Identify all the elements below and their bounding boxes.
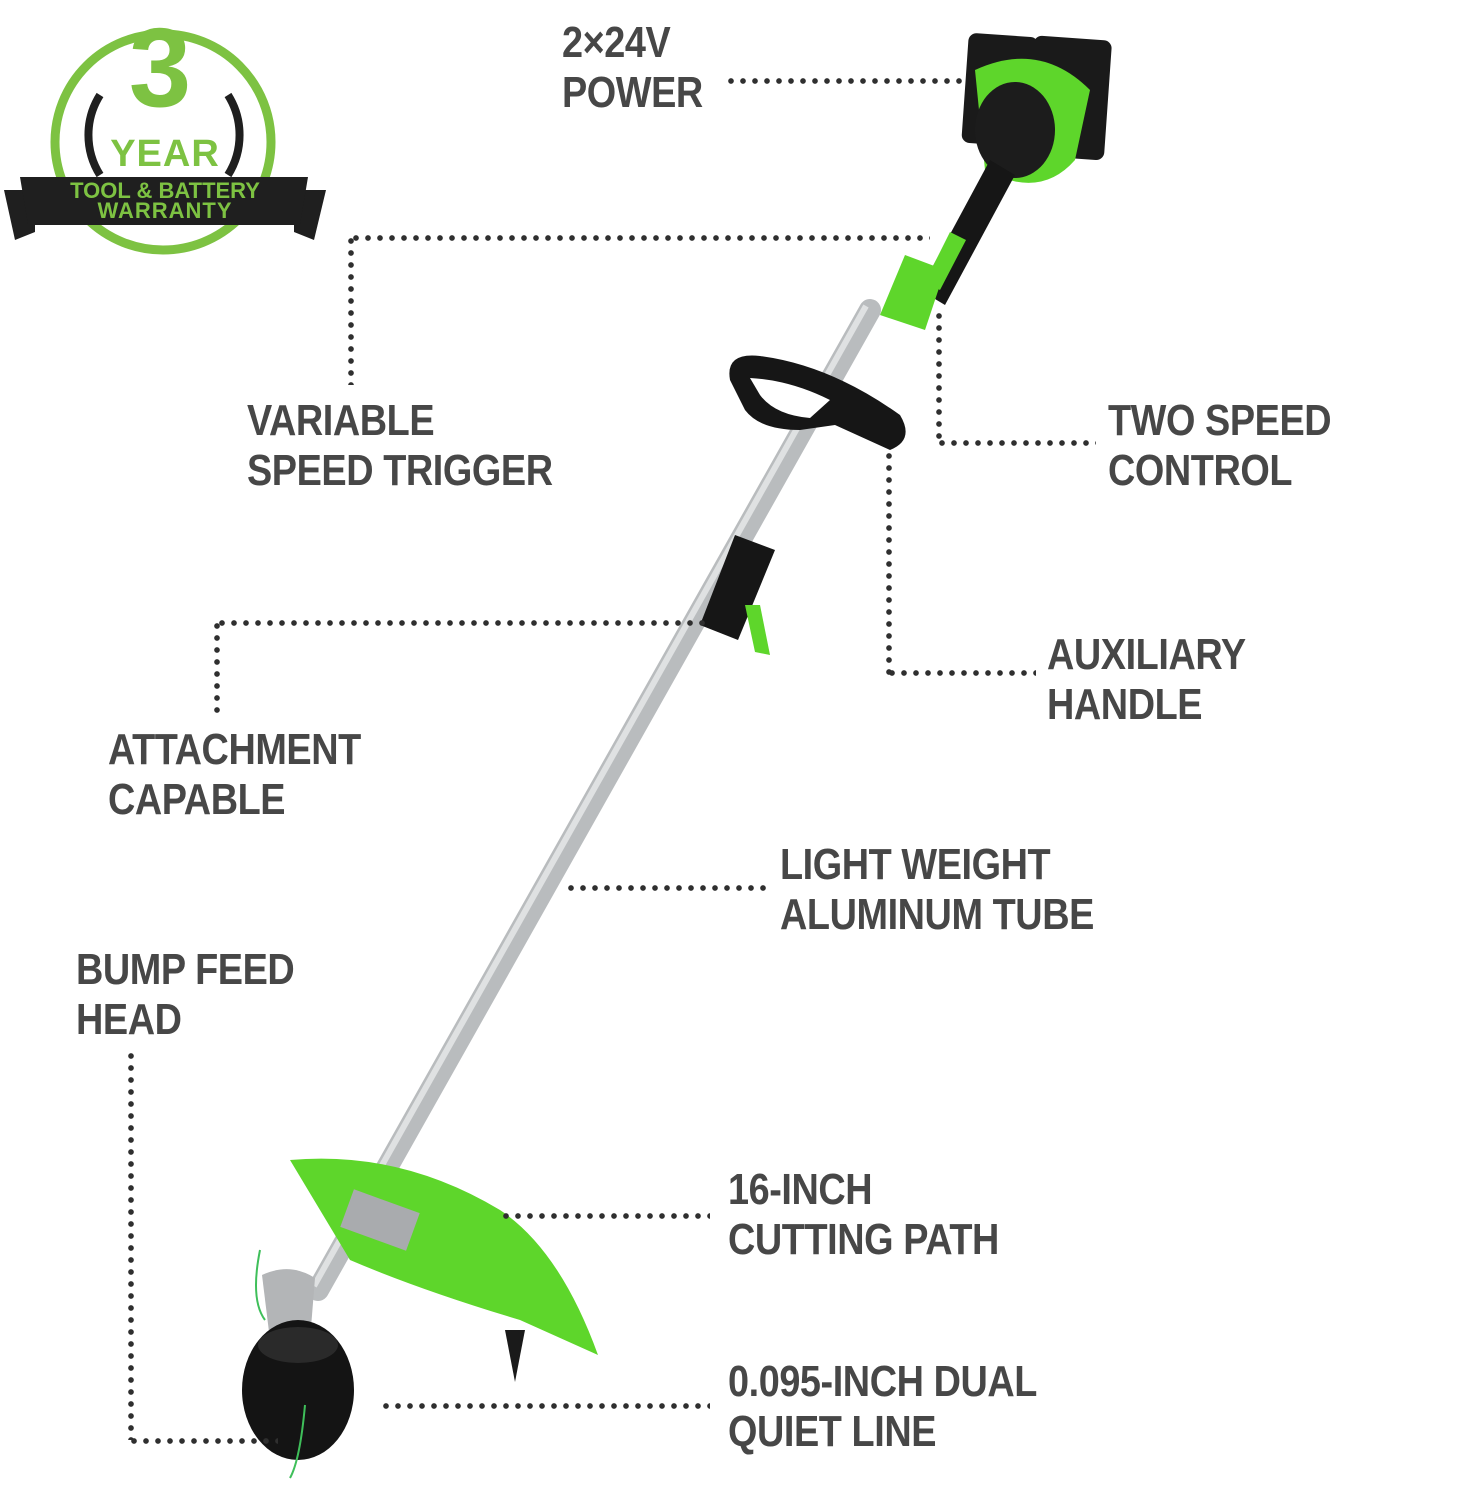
callout-auxiliary-handle: AUXILIARY HANDLE bbox=[1047, 630, 1246, 730]
leader-aux-v bbox=[886, 450, 892, 675]
callout-two-speed-control: TWO SPEED CONTROL bbox=[1108, 396, 1332, 496]
badge-graphic bbox=[4, 29, 326, 255]
callout-dual-line: 0.095-INCH DUAL QUIET LINE bbox=[728, 1357, 1037, 1457]
leader-trigger-h bbox=[350, 235, 930, 241]
callout-power-line2: POWER bbox=[562, 68, 703, 117]
leader-attachment-h bbox=[216, 620, 706, 626]
callout-bump-feed-head: BUMP FEED HEAD bbox=[76, 945, 295, 1045]
callout-light-weight-tube: LIGHT WEIGHT ALUMINUM TUBE bbox=[780, 840, 1094, 940]
callout-bump-line2: HEAD bbox=[76, 995, 182, 1044]
warranty-badge: 3 YEAR TOOL & BATTERY WARRANTY bbox=[0, 0, 330, 270]
leader-dual-line bbox=[380, 1403, 710, 1409]
callout-trigger-line2: SPEED TRIGGER bbox=[247, 446, 553, 495]
callout-aux-line2: HANDLE bbox=[1047, 680, 1203, 729]
badge-number: 3 bbox=[128, 5, 192, 130]
callout-attachment-line1: ATTACHMENT bbox=[108, 725, 361, 774]
badge-line2: WARRANTY bbox=[97, 198, 233, 223]
leader-two-speed-v bbox=[936, 310, 942, 445]
callout-bump-line1: BUMP FEED bbox=[76, 945, 295, 994]
leader-attachment-v bbox=[214, 620, 220, 715]
callout-trigger-line1: VARIABLE bbox=[247, 396, 435, 445]
callout-power-line1: 2×24V bbox=[562, 18, 671, 67]
callout-aux-line1: AUXILIARY bbox=[1047, 630, 1246, 679]
callout-dual-line1: 0.095-INCH DUAL bbox=[728, 1357, 1037, 1406]
callout-tube-line2: ALUMINUM TUBE bbox=[780, 890, 1094, 939]
callout-attachment-capable: ATTACHMENT CAPABLE bbox=[108, 725, 361, 825]
leader-tube bbox=[565, 885, 770, 891]
badge-year: YEAR bbox=[110, 133, 220, 175]
leader-power bbox=[725, 78, 965, 84]
callout-cutting-line1: 16-INCH bbox=[728, 1165, 873, 1214]
leader-trigger-v bbox=[348, 235, 354, 385]
callout-dual-line2: QUIET LINE bbox=[728, 1407, 937, 1456]
callout-variable-speed-trigger: VARIABLE SPEED TRIGGER bbox=[247, 396, 553, 496]
callout-cutting-line2: CUTTING PATH bbox=[728, 1215, 999, 1264]
callout-two-speed-line1: TWO SPEED bbox=[1108, 396, 1332, 445]
leader-bump-v bbox=[128, 1050, 134, 1440]
leader-cutting-path bbox=[500, 1213, 710, 1219]
leader-two-speed-h bbox=[936, 440, 1096, 446]
badge-line1: TOOL & BATTERY bbox=[70, 178, 260, 203]
callout-cutting-path: 16-INCH CUTTING PATH bbox=[728, 1165, 999, 1265]
callout-two-speed-line2: CONTROL bbox=[1108, 446, 1293, 495]
callout-tube-line1: LIGHT WEIGHT bbox=[780, 840, 1051, 889]
leader-aux-h bbox=[886, 670, 1036, 676]
callout-power: 2×24V POWER bbox=[562, 18, 703, 118]
leader-bump-h bbox=[128, 1438, 278, 1444]
callout-attachment-line2: CAPABLE bbox=[108, 775, 286, 824]
